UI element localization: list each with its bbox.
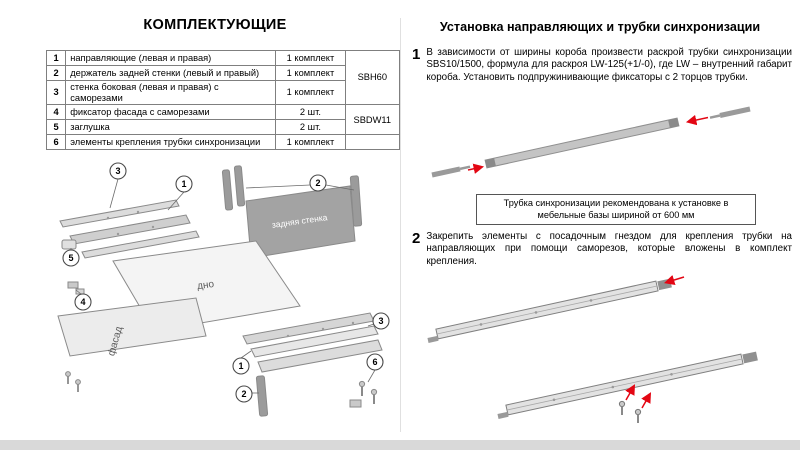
part-description: фиксатор фасада с саморезами — [65, 104, 277, 121]
installation-title: Установка направляющих и трубки синхрони… — [439, 20, 761, 34]
table-row: 1 направляющие (левая и правая) 1 компле… — [45, 49, 401, 106]
mounting-screws — [618, 400, 642, 423]
part-code: SBH60 — [344, 49, 401, 106]
rails-mounting-diagram — [427, 275, 758, 423]
recommendation-note: Трубка синхронизации рекомендована к уст… — [476, 194, 756, 225]
plug-part — [61, 239, 77, 250]
callout-balloon-3: 3 — [109, 162, 127, 180]
svg-text:3: 3 — [115, 166, 120, 176]
part-description: направляющие (левая и правая) — [65, 50, 277, 66]
callout-balloon-2: 2 — [309, 174, 327, 192]
part-quantity: 1 комплект — [275, 65, 346, 81]
step-1: 1 В зависимости от ширины короба произве… — [412, 47, 792, 84]
red-arrow — [625, 384, 636, 401]
facade-fixator — [67, 281, 85, 295]
table-row: 3 стенка боковая (левая и правая) с само… — [45, 79, 400, 106]
svg-text:6: 6 — [372, 357, 377, 367]
part-number: 6 — [45, 134, 67, 151]
svg-text:4: 4 — [80, 297, 85, 307]
table-row: 4 фиксатор фасада с саморезами 2 шт. SBD… — [45, 104, 401, 136]
callout-balloon-1: 1 — [175, 175, 193, 193]
svg-text:5: 5 — [68, 253, 73, 263]
drawer-rail-lower — [497, 351, 758, 419]
part-number: 1 — [45, 50, 67, 66]
step-2-text: Закрепить элементы с посадочным гнездом … — [426, 231, 792, 267]
red-arrow — [663, 275, 685, 286]
sync-tube-diagram — [431, 106, 751, 178]
svg-text:1: 1 — [238, 361, 243, 371]
part-quantity: 1 комплект — [275, 79, 346, 106]
table-row: 2 держатель задней стенки (левый и правы… — [45, 65, 400, 81]
svg-text:2: 2 — [241, 389, 246, 399]
exploded-view-diagram: задняя стенка дно фасад — [57, 162, 390, 417]
red-arrow — [641, 392, 652, 409]
callout-balloon-4: 4 — [74, 293, 92, 311]
red-arrow — [685, 114, 709, 126]
callout-balloon-2b: 2 — [235, 385, 253, 403]
tube-fixator-left — [431, 165, 471, 178]
step-1-text: В зависимости от ширины короба произвест… — [426, 47, 792, 83]
part-code — [344, 134, 401, 151]
components-table: 1 направляющие (левая и правая) 1 компле… — [45, 49, 401, 151]
table-row: 6 элементы крепления трубки синхронизаци… — [45, 134, 401, 151]
callout-balloon-6: 6 — [366, 353, 384, 371]
part-description: держатель задней стенки (левый и правый) — [65, 65, 277, 81]
red-arrow — [467, 163, 485, 174]
step-1-number: 1 — [412, 46, 421, 63]
svg-text:3: 3 — [378, 316, 383, 326]
part-description: стенка боковая (левая и правая) с саморе… — [65, 79, 277, 106]
callout-balloon-5: 5 — [62, 249, 80, 267]
step-2: 2 Закрепить элементы с посадочным гнездо… — [412, 231, 792, 268]
part-code: SBDW11 — [344, 104, 401, 136]
back-panel: задняя стенка — [245, 185, 356, 259]
part-number: 3 — [45, 79, 67, 106]
part-number: 4 — [45, 104, 67, 121]
column-divider — [400, 18, 401, 432]
part-number: 5 — [45, 119, 67, 136]
part-description: элементы крепления трубки синхронизации — [65, 134, 277, 151]
tube-fixator-right — [709, 106, 751, 119]
footer-bar — [0, 440, 800, 450]
components-title: КОМПЛЕКТУЮЩИЕ — [143, 17, 287, 33]
callout-balloon-3b: 3 — [372, 312, 390, 330]
installation-section: Установка направляющих и трубки синхрони… — [402, 0, 798, 440]
svg-text:2: 2 — [315, 178, 320, 188]
part-quantity: 2 шт. — [275, 119, 346, 136]
part-number: 2 — [45, 65, 67, 81]
sync-fixing-elements — [349, 380, 378, 408]
back-wall-holder-lower — [255, 375, 269, 417]
drawer-rails-left — [59, 199, 200, 259]
part-quantity: 1 комплект — [275, 50, 346, 66]
facade-screws — [65, 371, 81, 392]
drawer-rails-right — [242, 312, 383, 373]
part-description: заглушка — [65, 119, 277, 136]
part-quantity: 1 комплект — [275, 134, 346, 151]
svg-text:1: 1 — [181, 179, 186, 189]
sync-tube — [484, 117, 680, 169]
components-section: КОМПЛЕКТУЮЩИЕ 1 направляющие (левая и пр… — [0, 0, 401, 440]
bottom-panel-label: дно — [197, 279, 216, 292]
callout-balloon-1b: 1 — [232, 357, 250, 375]
facade-panel: фасад — [57, 297, 207, 357]
step-2-number: 2 — [412, 230, 421, 247]
part-quantity: 2 шт. — [275, 104, 346, 121]
drawer-rail-upper — [427, 278, 672, 343]
back-wall-holders — [221, 165, 363, 227]
